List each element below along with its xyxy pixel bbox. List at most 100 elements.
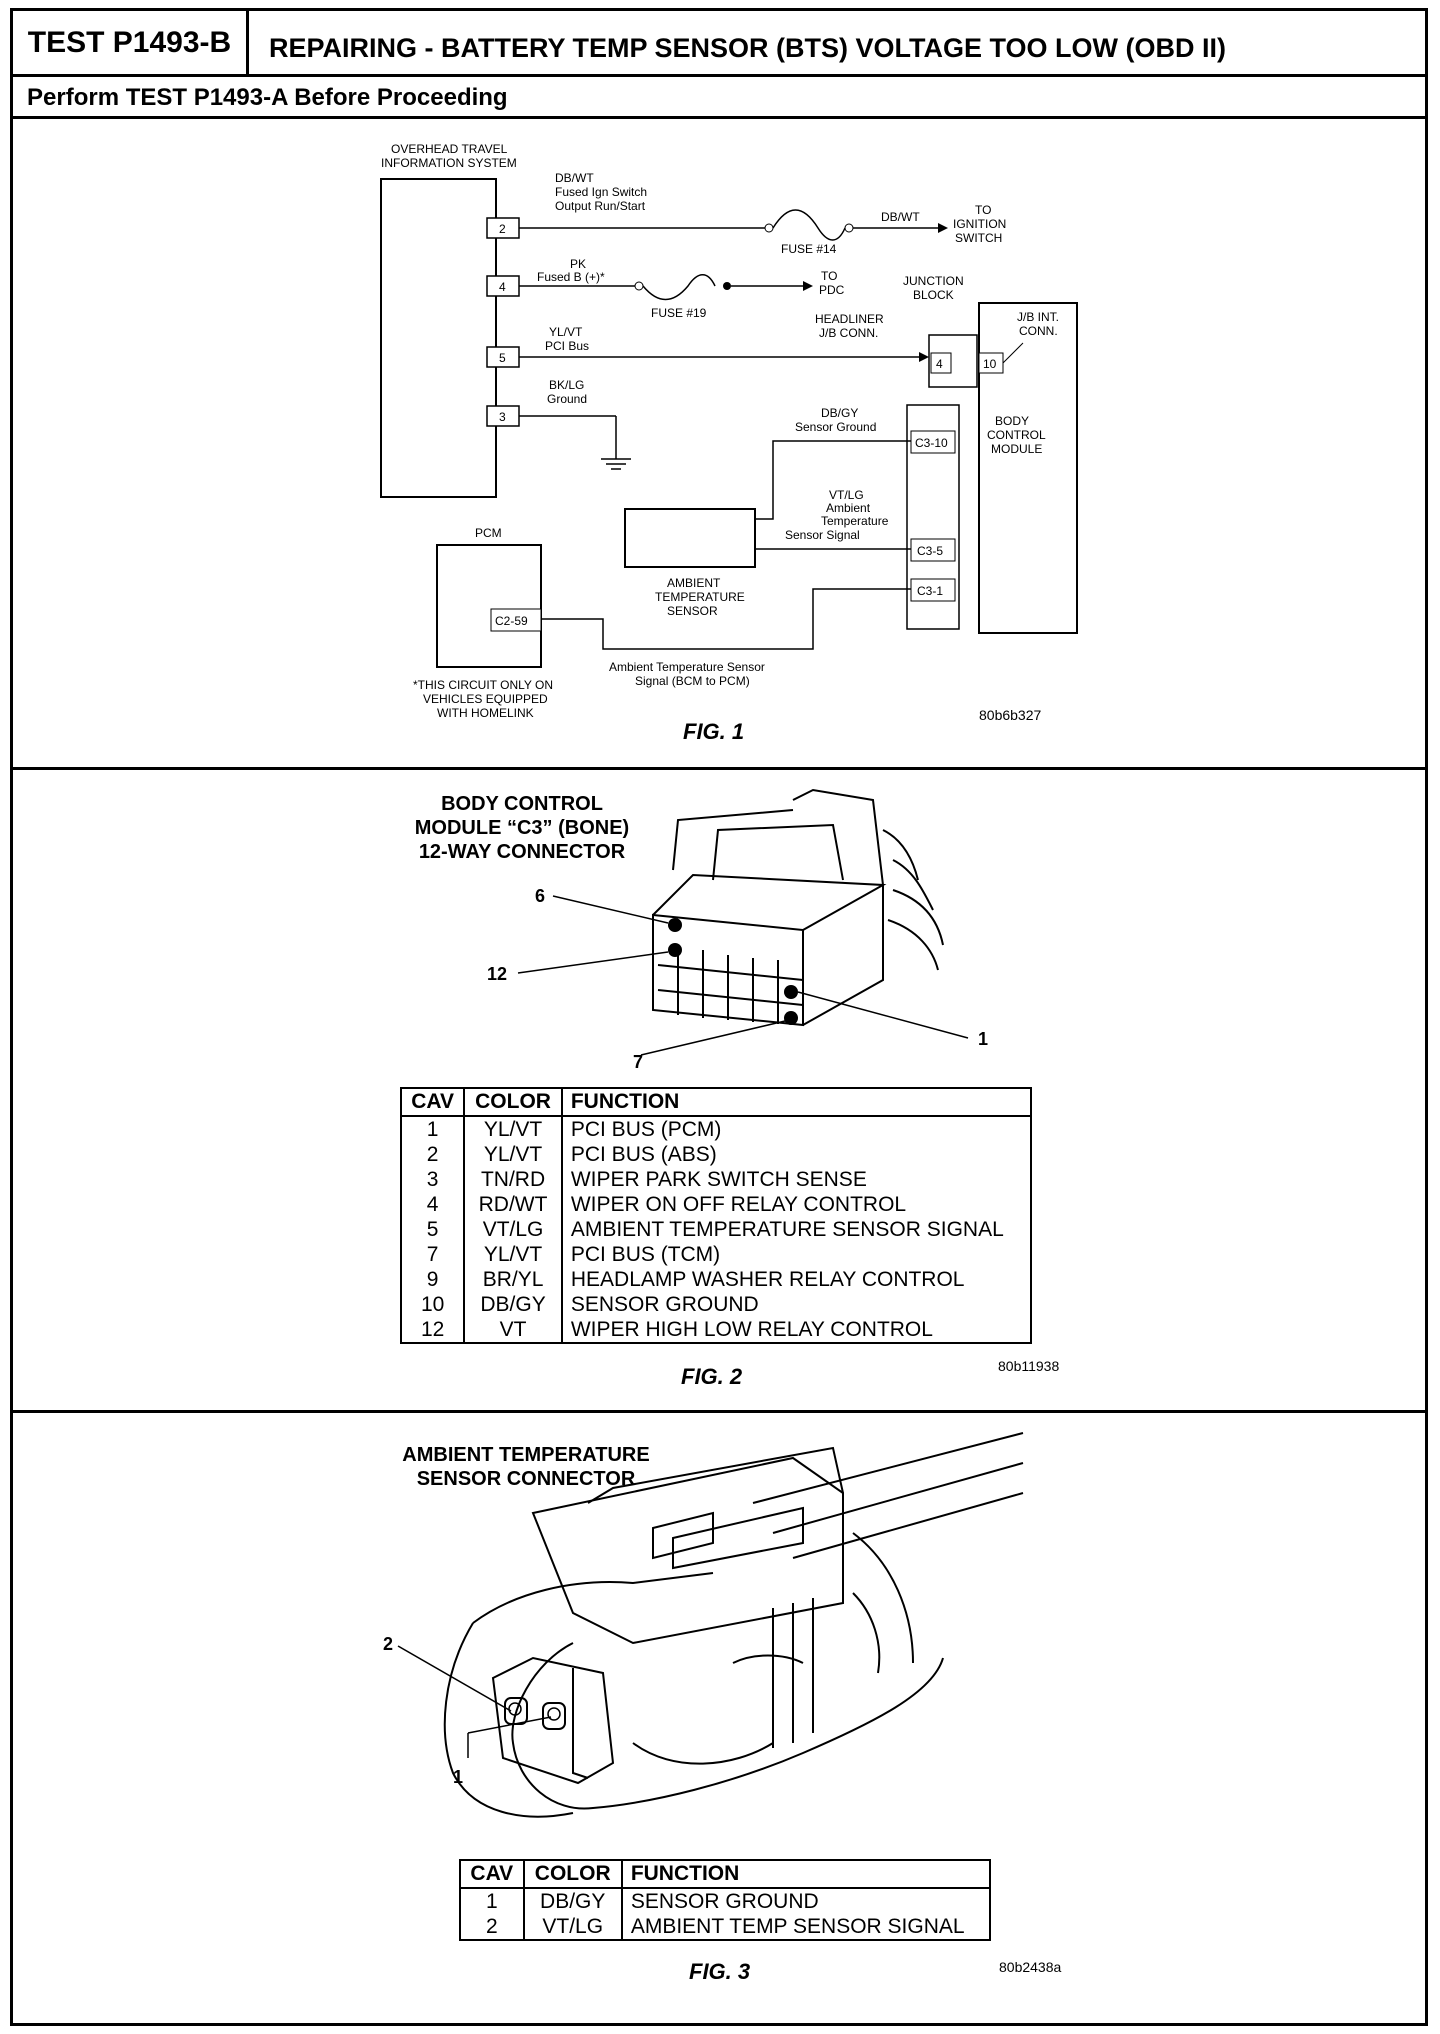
svg-text:2: 2	[383, 1634, 393, 1654]
function-cell: WIPER HIGH LOW RELAY CONTROL	[570, 1318, 933, 1341]
cav-cell: 7	[401, 1242, 466, 1267]
pin-4: 4	[499, 280, 506, 294]
svg-text:J/B CONN.: J/B CONN.	[819, 326, 878, 340]
col-color: COLOR	[523, 1860, 623, 1889]
svg-text:BK/LG: BK/LG	[549, 378, 584, 392]
col-function: FUNCTION	[621, 1860, 990, 1889]
svg-text:JUNCTION: JUNCTION	[903, 274, 964, 288]
cav-cell: 9	[401, 1267, 466, 1292]
color-cell: VT/LG	[523, 1914, 623, 1940]
svg-text:VT/LG: VT/LG	[829, 488, 864, 502]
svg-text:12: 12	[487, 964, 507, 984]
cav-cell: 1	[401, 1116, 466, 1142]
svg-text:C3-5: C3-5	[917, 544, 943, 558]
fig2-caption: FIG. 2	[681, 1364, 743, 1389]
svg-text:Output Run/Start: Output Run/Start	[555, 199, 646, 213]
svg-text:C3-10: C3-10	[915, 436, 948, 450]
svg-text:7: 7	[633, 1052, 643, 1072]
cav-cell: 10	[401, 1292, 466, 1317]
function-cell: HEADLAMP WASHER RELAY CONTROL	[570, 1268, 965, 1291]
sensor-connector-drawing: 2 1	[383, 1432, 1024, 1818]
color-cell: DB/GY	[523, 1888, 623, 1914]
fig1-caption: FIG. 1	[683, 719, 745, 744]
cav-cell: 1	[460, 1888, 525, 1914]
svg-text:MODULE: MODULE	[991, 442, 1042, 456]
svg-text:C3-1: C3-1	[917, 584, 943, 598]
color-cell: YL/VT	[464, 1242, 563, 1267]
svg-text:Sensor Signal: Sensor Signal	[785, 528, 860, 542]
svg-text:Ambient: Ambient	[826, 501, 871, 515]
function-cell: AMBIENT TEMP SENSOR SIGNAL	[630, 1915, 965, 1938]
svg-text:IGNITION: IGNITION	[953, 217, 1006, 231]
color-cell: YL/VT	[464, 1116, 563, 1142]
col-cav: CAV	[401, 1088, 466, 1117]
function-cell: PCI BUS (ABS)	[570, 1143, 717, 1166]
svg-text:PK: PK	[570, 257, 586, 271]
svg-text:PCM: PCM	[475, 526, 502, 540]
svg-text:TO: TO	[821, 269, 837, 283]
col-function: FUNCTION	[561, 1088, 1031, 1117]
cav-cell: 2	[401, 1142, 466, 1167]
pin-5: 5	[499, 351, 506, 365]
color-cell: TN/RD	[464, 1167, 563, 1192]
svg-text:AMBIENT: AMBIENT	[667, 576, 721, 590]
svg-text:Ambient Temperature Sensor: Ambient Temperature Sensor	[609, 660, 765, 674]
svg-text:CONTROL: CONTROL	[987, 428, 1046, 442]
cav-cell: 2	[460, 1914, 525, 1940]
cav-cell: 4	[401, 1192, 466, 1217]
svg-text:OVERHEAD TRAVEL: OVERHEAD TRAVEL	[391, 142, 508, 156]
svg-text:Fused B (+)*: Fused B (+)*	[537, 270, 605, 284]
svg-text:BODY: BODY	[995, 414, 1029, 428]
fig3-code: 80b2438a	[999, 1959, 1062, 1975]
svg-text:DB/WT: DB/WT	[555, 171, 594, 185]
test-title: REPAIRING - BATTERY TEMP SENSOR (BTS) VO…	[269, 33, 1227, 63]
pin-2: 2	[499, 222, 506, 236]
svg-text:DB/WT: DB/WT	[881, 210, 920, 224]
svg-text:Ground: Ground	[547, 392, 587, 406]
fig1-panel: OVERHEAD TRAVEL INFORMATION SYSTEM 2 4 5…	[13, 119, 1425, 770]
svg-text:J/B INT.: J/B INT.	[1017, 310, 1059, 324]
col-color: COLOR	[464, 1088, 563, 1117]
svg-text:10: 10	[983, 357, 997, 371]
color-cell: DB/GY	[464, 1292, 563, 1317]
function-cell: PCI BUS (PCM)	[570, 1118, 722, 1141]
svg-text:Sensor Ground: Sensor Ground	[795, 420, 876, 434]
svg-text:TO: TO	[975, 203, 991, 217]
svg-text:DB/GY: DB/GY	[821, 406, 858, 420]
svg-text:1: 1	[978, 1029, 988, 1049]
svg-text:PCI Bus: PCI Bus	[545, 339, 589, 353]
fig2-code: 80b11938	[998, 1358, 1060, 1374]
svg-text:1: 1	[453, 1767, 463, 1787]
svg-text:INFORMATION SYSTEM: INFORMATION SYSTEM	[381, 156, 517, 170]
svg-text:PDC: PDC	[819, 283, 845, 297]
svg-text:6: 6	[535, 886, 545, 906]
svg-text:*THIS CIRCUIT ONLY ON: *THIS CIRCUIT ONLY ON	[413, 678, 553, 692]
overhead-label-1: OVERHEAD TRAVEL	[391, 142, 508, 156]
bcm-box	[978, 302, 1078, 634]
test-instruction: Perform TEST P1493-A Before Proceeding	[13, 77, 1425, 119]
fig3-caption: FIG. 3	[689, 1959, 751, 1984]
fig1-code: 80b6b327	[979, 707, 1042, 723]
overhead-label-2: INFORMATION SYSTEM	[381, 156, 517, 170]
function-cell: SENSOR GROUND	[570, 1293, 759, 1316]
color-cell: RD/WT	[464, 1192, 563, 1217]
col-cav: CAV	[460, 1860, 525, 1889]
fuse-19-label: FUSE #19	[651, 306, 707, 320]
function-cell: AMBIENT TEMPERATURE SENSOR SIGNAL	[570, 1218, 1004, 1241]
svg-text:Fused Ign Switch: Fused Ign Switch	[555, 185, 647, 199]
color-cell: VT	[464, 1317, 563, 1343]
